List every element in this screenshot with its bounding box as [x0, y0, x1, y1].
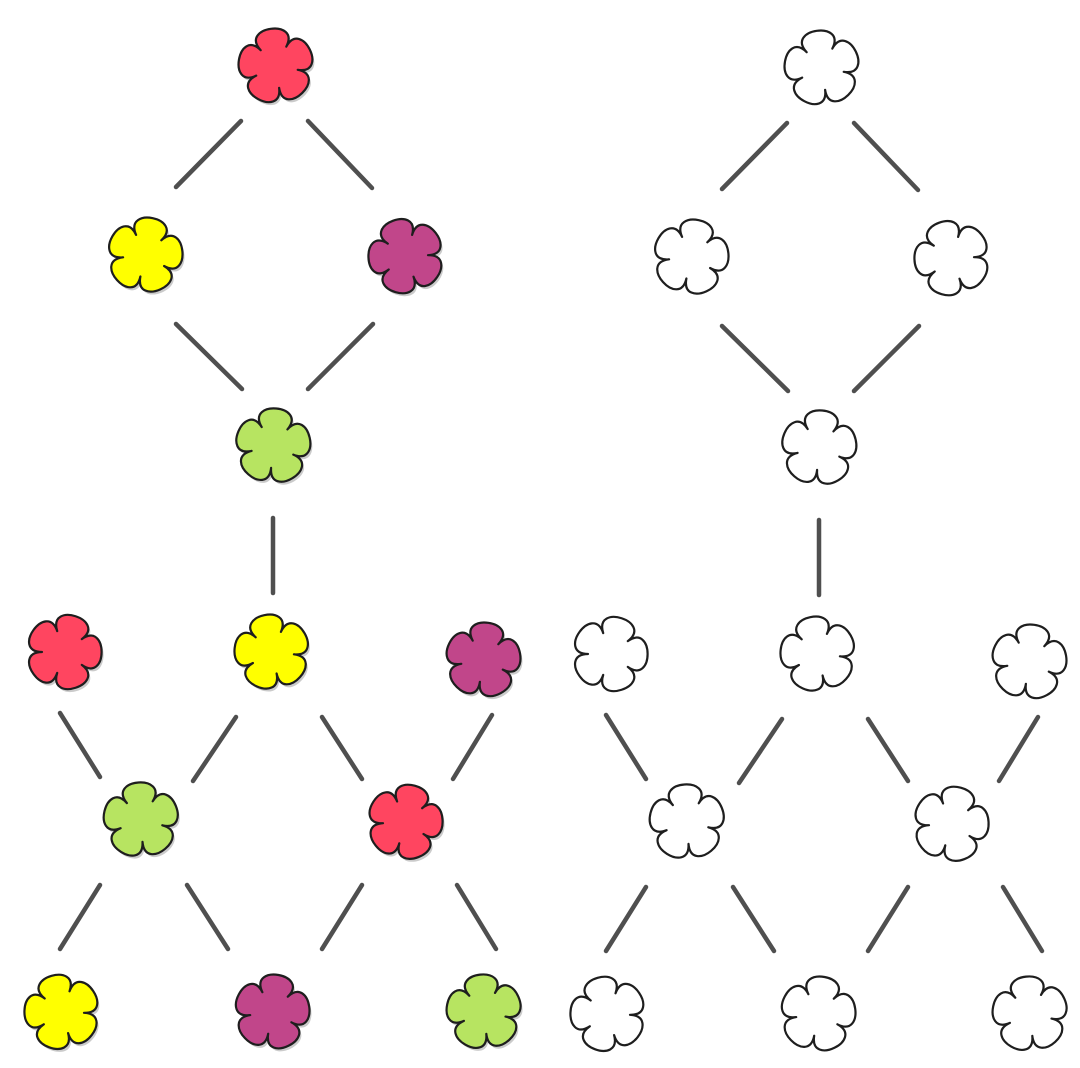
- colored-flower: [368, 783, 445, 862]
- colored-flower: [234, 973, 312, 1052]
- connector-line: [736, 716, 785, 786]
- colored-flower: [445, 621, 523, 700]
- connector-line: [719, 120, 790, 192]
- connector-line: [319, 882, 365, 952]
- outline-flower: [654, 218, 730, 295]
- connector-line: [719, 323, 791, 394]
- flower-shape: [235, 407, 312, 483]
- connector-line: [305, 118, 375, 191]
- outline-flower: [780, 975, 857, 1052]
- flowers-layer: [23, 27, 1068, 1052]
- connector-line: [865, 716, 911, 784]
- colored-flower: [235, 407, 313, 485]
- connector-line: [319, 714, 365, 782]
- flower-shape: [108, 216, 184, 293]
- flower-shape: [237, 27, 314, 104]
- connector-line: [173, 321, 245, 392]
- flower-shape: [991, 623, 1068, 700]
- colored-flower: [102, 781, 180, 859]
- connector-line: [996, 714, 1041, 784]
- connector-line: [57, 710, 103, 780]
- outline-flower: [779, 615, 855, 692]
- flower-shape: [574, 615, 649, 693]
- connector-line: [851, 120, 921, 193]
- connector-line: [851, 323, 922, 394]
- outline-flower: [569, 975, 645, 1052]
- flower-shape: [28, 613, 103, 691]
- colored-flower: [233, 613, 310, 692]
- colored-flower: [108, 216, 185, 295]
- flower-shape: [779, 615, 855, 692]
- flower-shape: [654, 218, 730, 295]
- flower-shape: [368, 783, 444, 860]
- outline-flower: [574, 615, 649, 693]
- colored-flower: [28, 613, 104, 693]
- connector-line: [305, 321, 376, 392]
- flower-shape: [445, 621, 522, 698]
- connector-line: [450, 712, 495, 782]
- outline-flower: [783, 29, 860, 106]
- flower-shape: [648, 783, 725, 859]
- outline-flower: [781, 409, 858, 485]
- flower-shape: [445, 973, 522, 1049]
- flower-shape: [367, 218, 443, 295]
- flower-shape: [233, 613, 309, 690]
- flower-shape: [234, 973, 311, 1050]
- outline-flower: [913, 220, 989, 297]
- connector-line: [730, 884, 777, 954]
- connector-line: [184, 882, 231, 952]
- flower-shape: [913, 220, 989, 297]
- outline-flower: [914, 785, 990, 862]
- flower-shape: [569, 975, 645, 1052]
- flower-shape: [914, 785, 990, 862]
- flower-shape: [23, 973, 99, 1050]
- outline-flower: [991, 623, 1068, 700]
- connector-line: [1000, 884, 1045, 954]
- colored-flower: [367, 218, 444, 297]
- flower-shape: [991, 975, 1068, 1051]
- flower-shape: [781, 409, 858, 485]
- connector-line: [190, 714, 239, 784]
- flower-shape: [780, 975, 857, 1052]
- outline-flower: [991, 975, 1068, 1051]
- flower-shape: [102, 781, 179, 857]
- edges-layer: [57, 118, 1045, 954]
- connector-line: [454, 882, 499, 952]
- colored-flower: [237, 27, 315, 106]
- colored-flower: [445, 973, 523, 1051]
- connector-line: [603, 712, 649, 782]
- connector-line: [603, 884, 649, 954]
- connector-line: [173, 118, 244, 190]
- connector-line: [57, 882, 103, 952]
- connector-line: [865, 884, 911, 954]
- colored-flower: [23, 973, 100, 1052]
- flower-shape: [783, 29, 860, 106]
- outline-flower: [648, 783, 725, 859]
